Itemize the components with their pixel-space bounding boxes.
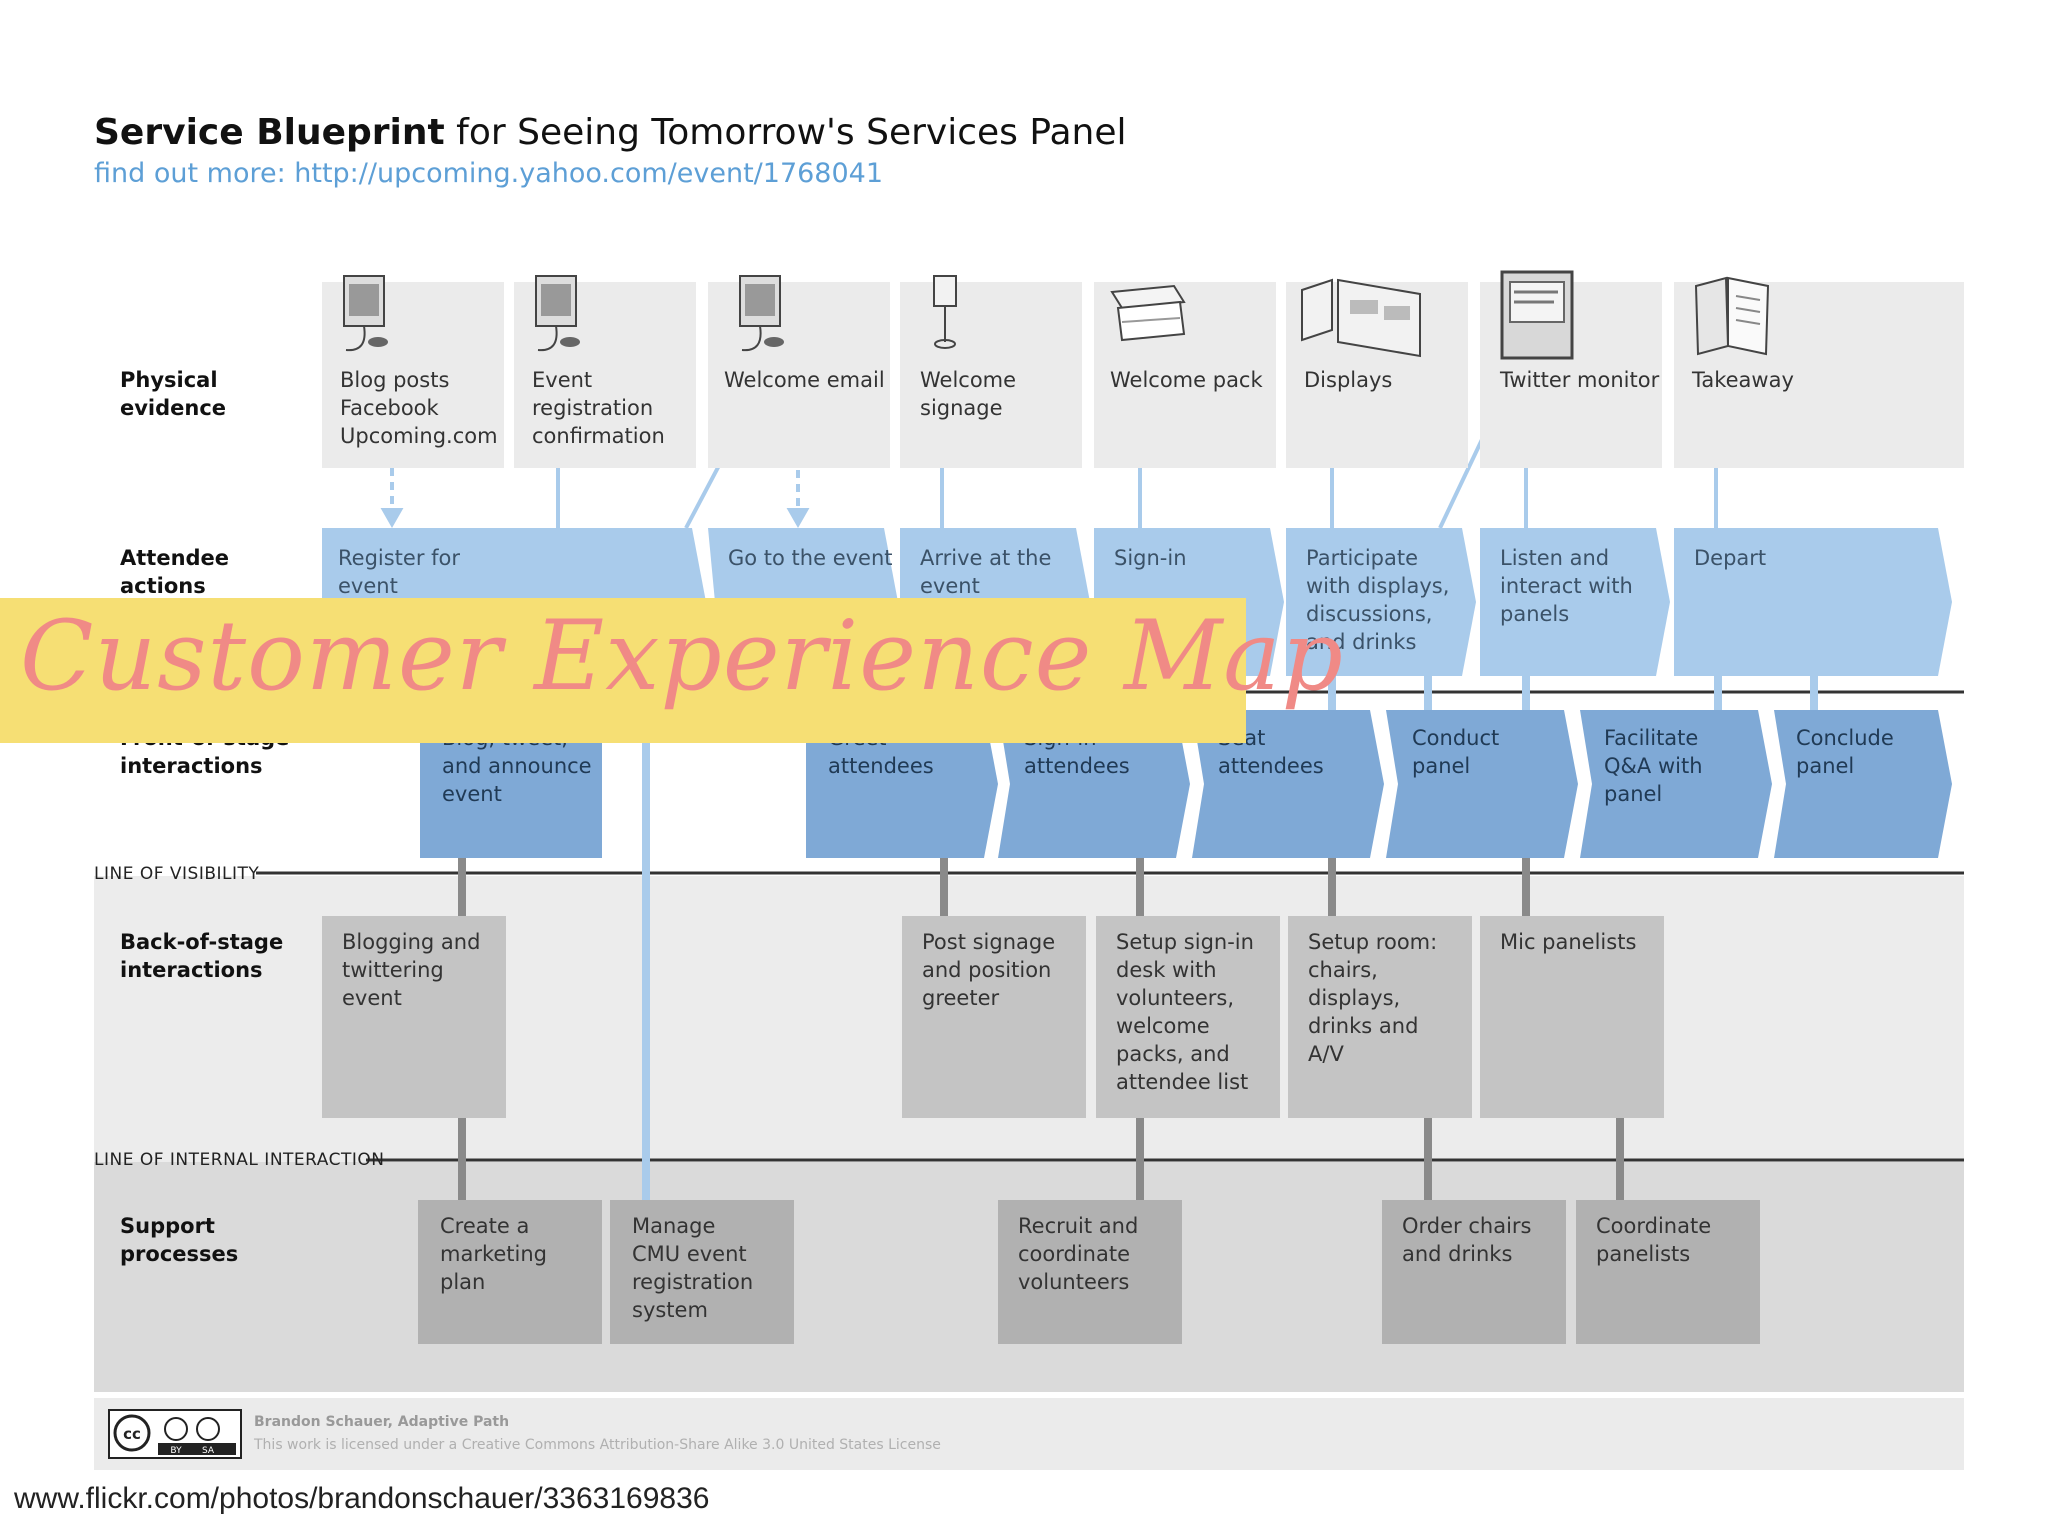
evidence-label: Displays <box>1304 368 1393 392</box>
support-box: Manage CMU event registration system <box>610 1200 794 1344</box>
back-stage-label: Setup room: chairs, displays, drinks and… <box>1308 930 1438 1066</box>
row-label-attendee-actions: Attendee actions <box>120 546 230 598</box>
cc-by-sa-icon: cc BY SA <box>108 1409 242 1459</box>
evidence-card: Blog posts Facebook Upcoming.com <box>322 275 504 468</box>
evidence-label: Welcome email <box>724 368 885 392</box>
row-label-back-stage: Back-of-stage interactions <box>120 930 284 982</box>
back-stage-box: Post signage and position greeter <box>902 916 1086 1118</box>
support-box: Coordinate panelists <box>1576 1200 1760 1344</box>
footer-license[interactable]: This work is licensed under a Creative C… <box>254 1437 941 1453</box>
line-of-visibility-label: LINE OF VISIBILITY <box>94 864 260 884</box>
monitor-icon <box>343 275 388 352</box>
attendee-action: Participate with displays, discussions, … <box>1306 546 1450 654</box>
line-of-internal-interaction-label: LINE OF INTERNAL INTERACTION <box>94 1150 385 1170</box>
license-footer <box>94 1398 1964 1470</box>
front-stage-shape <box>1386 710 1578 858</box>
footer-author: Brandon Schauer, Adaptive Path <box>254 1414 510 1430</box>
source-credit[interactable]: www.flickr.com/photos/brandonschauer/336… <box>14 1482 710 1515</box>
evidence-label: Takeaway <box>1692 368 1794 392</box>
front-stage-interaction: Conclude panel <box>1796 726 1894 778</box>
evidence-label: Event registration confirmation <box>532 368 665 448</box>
papers-icon <box>1110 284 1186 342</box>
cc-badge-graphic: cc BY SA <box>113 1414 236 1456</box>
attendee-action: Listen and interact with panels <box>1500 546 1633 626</box>
front-stage-shape <box>1192 710 1384 858</box>
banner-highlight <box>0 598 1246 743</box>
back-stage-box: Setup sign-in desk with volunteers, welc… <box>1096 916 1280 1118</box>
front-stage-shape <box>806 710 998 858</box>
evidence-card: Twitter monitor <box>1480 270 1662 468</box>
evidence-label: Welcome signage <box>920 368 1017 420</box>
evidence-card: Welcome email <box>708 275 890 468</box>
support-label: Create a marketing plan <box>440 1214 547 1294</box>
evidence-card: Displays <box>1286 278 1468 468</box>
evidence-card: Event registration confirmation <box>514 275 696 468</box>
back-stage-box: Mic panelists <box>1480 916 1664 1118</box>
attendee-action: Register for event <box>338 546 461 598</box>
banner-title: Customer Experience Map <box>20 600 1344 712</box>
support-label: Coordinate panelists <box>1596 1214 1712 1266</box>
front-stage-shape <box>1580 710 1772 858</box>
front-stage-shape <box>998 710 1190 858</box>
support-label: Order chairs and drinks <box>1402 1214 1532 1266</box>
evidence-label: Blog posts Facebook Upcoming.com <box>340 368 498 448</box>
support-box: Order chairs and drinks <box>1382 1200 1566 1344</box>
back-stage-label: Post signage and position greeter <box>922 930 1056 1010</box>
support-label: Manage CMU event registration system <box>632 1214 754 1322</box>
back-stage-box: Blogging and twittering event <box>322 916 506 1118</box>
evidence-card: Welcome signage <box>900 275 1082 468</box>
sign-icon <box>933 275 957 349</box>
attendee-action: Sign-in <box>1114 546 1187 570</box>
attendee-action-shape <box>1480 528 1670 676</box>
support-label: Recruit and coordinate volunteers <box>1018 1214 1139 1294</box>
attendee-action-shape <box>1674 528 1952 676</box>
back-stage-label: Blogging and twittering event <box>342 930 481 1010</box>
back-stage-label: Mic panelists <box>1500 930 1637 954</box>
svg-text:BY: BY <box>170 1446 182 1456</box>
monitor-icon <box>535 275 580 352</box>
back-stage-label: Setup sign-in desk with volunteers, welc… <box>1116 930 1254 1094</box>
evidence-label: Twitter monitor <box>1500 368 1660 392</box>
attendee-action: Arrive at the event <box>920 546 1052 598</box>
display-panels-icon <box>1301 278 1421 358</box>
row-label-support: Support processes <box>120 1214 239 1266</box>
evidence-card: Takeaway <box>1674 276 1964 468</box>
support-box: Create a marketing plan <box>418 1200 602 1344</box>
evidence-label: Welcome pack <box>1110 368 1263 392</box>
attendee-action-shape <box>1286 528 1476 676</box>
monitor-icon <box>739 275 784 352</box>
attendee-action: Go to the event <box>728 546 893 570</box>
svg-text:SA: SA <box>202 1446 215 1456</box>
front-stage-interaction: Conduct panel <box>1412 726 1500 778</box>
event-link[interactable]: find out more: http://upcoming.yahoo.com… <box>94 158 884 189</box>
back-stage-box: Setup room: chairs, displays, drinks and… <box>1288 916 1472 1118</box>
evidence-card: Welcome pack <box>1094 282 1276 468</box>
front-stage-interaction: Facilitate Q&A with panel <box>1604 726 1703 806</box>
attendee-action: Depart <box>1694 546 1767 570</box>
page-title: Service Blueprint for Seeing Tomorrow's … <box>94 112 1127 153</box>
support-box: Recruit and coordinate volunteers <box>998 1200 1182 1344</box>
row-label-physical-evidence: Physical evidence <box>120 368 227 420</box>
svg-text:cc: cc <box>123 1425 141 1443</box>
front-stage-shape <box>1774 710 1952 858</box>
screen-icon <box>1500 270 1574 360</box>
booklet-icon <box>1694 276 1770 356</box>
